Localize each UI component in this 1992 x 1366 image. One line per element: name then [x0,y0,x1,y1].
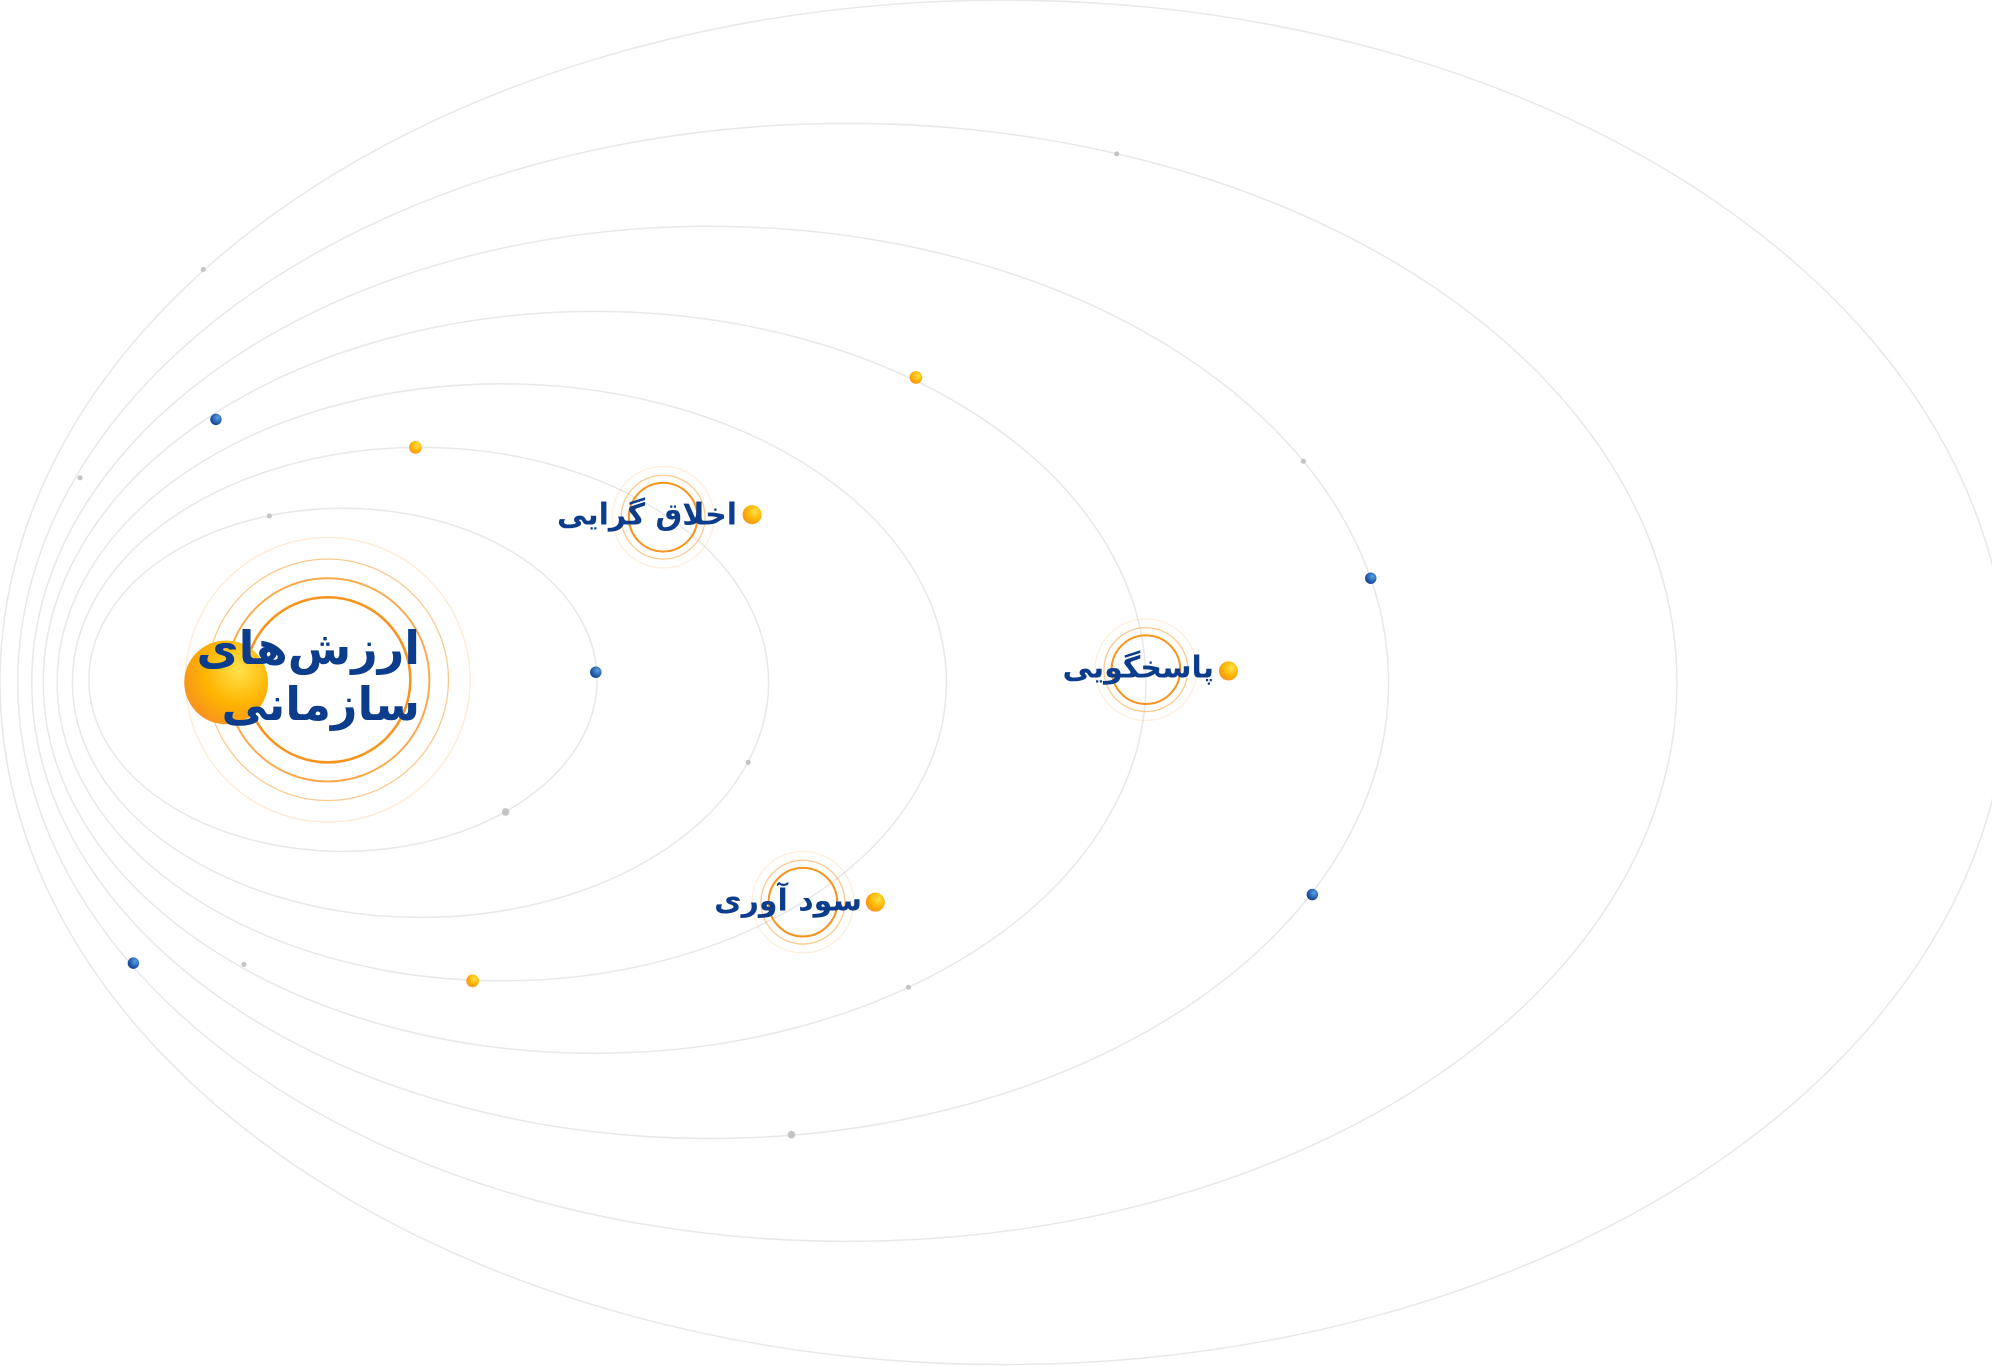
main-title: ارزش‌های سازمانی [196,620,420,732]
value-accountability: پاسخگویی [1062,650,1214,686]
main-title-line1: ارزش‌های [196,621,420,675]
ethics-dot-icon [742,505,762,525]
yellow-planets [409,371,923,988]
profitability-rings [751,850,855,954]
value-profitability: سود آوری [714,883,862,919]
ethics-rings [611,465,715,569]
orbit-5 [30,225,1390,1140]
grey-dots [77,151,1306,1139]
main-title-line2: سازمانی [221,677,420,731]
profitability-dot-icon [865,892,885,912]
sun-icon [184,640,269,725]
accountability-dot-icon [1218,661,1239,681]
accountability-rings [1094,618,1198,722]
orbit-6 [17,122,1678,1243]
orbit-3 [56,383,948,982]
blue-planets [127,413,1377,969]
orbit-1 [88,507,598,853]
value-ethics: اخلاق گرایی [557,497,737,533]
orbit-4 [42,310,1147,1055]
